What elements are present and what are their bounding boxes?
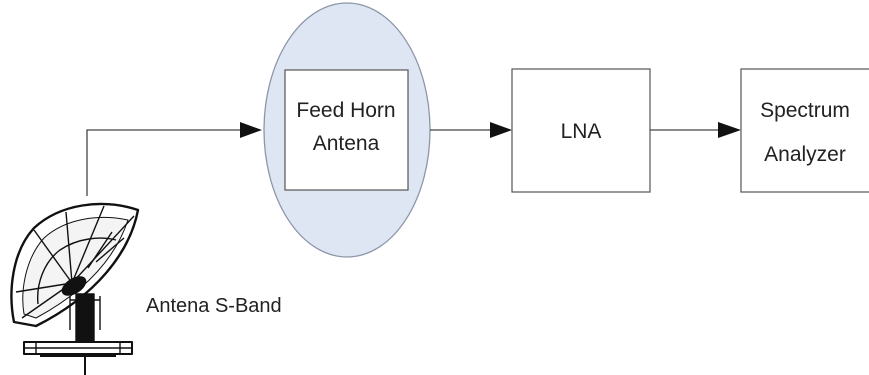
arrowhead-lna <box>490 122 512 138</box>
feed-horn-block: Feed Horn Antena <box>263 2 431 258</box>
lna-label: LNA <box>561 120 602 143</box>
antenna-to-feed-horn-connector <box>86 129 242 196</box>
antenna-label: Antena S-Band <box>146 295 282 317</box>
spectrum-analyzer-label-line2: Analyzer <box>764 143 846 166</box>
arrowhead-analyzer <box>718 122 741 138</box>
feed-horn-label-line2: Antena <box>313 132 380 155</box>
lna-box <box>511 68 651 193</box>
feed-horn-box <box>284 69 409 191</box>
satellite-dish-icon <box>10 202 140 375</box>
spectrum-analyzer-label-line1: Spectrum <box>760 99 850 122</box>
spectrum-analyzer-box <box>740 68 869 193</box>
feed-horn-label-line1: Feed Horn <box>296 99 395 122</box>
spectrum-analyzer-block: Spectrum Analyzer <box>740 68 869 193</box>
lna-block: LNA <box>511 68 651 193</box>
arrowhead-feed-horn <box>240 122 262 138</box>
